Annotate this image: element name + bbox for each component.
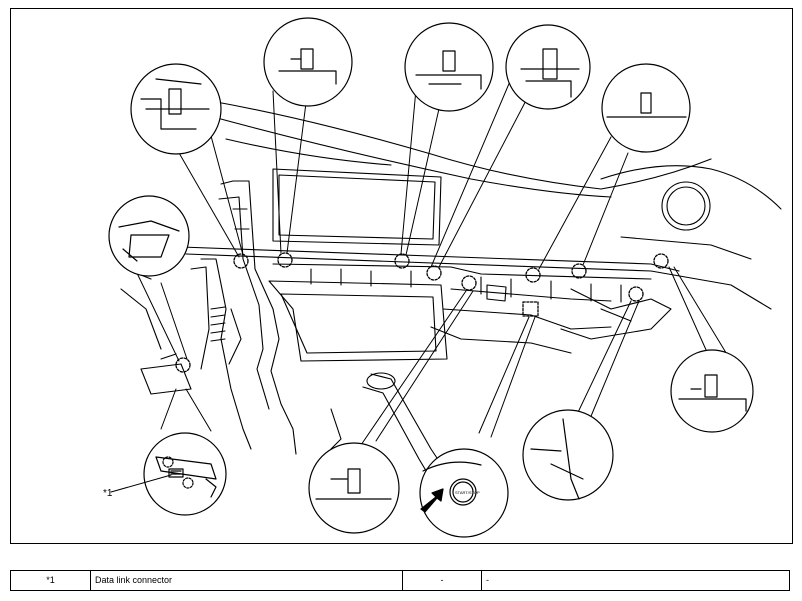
leader-lines	[135, 78, 732, 446]
legend-table: *1 Data link connector - -	[10, 570, 790, 591]
zoom-circle-bottom-right	[522, 409, 614, 501]
callout-1: *1	[103, 474, 172, 499]
zoom-circle-data-link-connector	[143, 432, 227, 516]
legend-body: *1 Data link connector - -	[10, 570, 790, 591]
zoom-circle-upper-left	[130, 63, 222, 155]
zoom-circle-top-4	[505, 24, 591, 110]
clip-marker-2	[277, 252, 293, 268]
dashboard-outline	[120, 100, 782, 480]
clip-marker-4	[426, 265, 442, 281]
zoom-circle-right-lower	[670, 349, 754, 433]
clip-marker-7	[571, 263, 587, 279]
start-stop-button-label: START/STOP	[455, 490, 480, 495]
legend-col3: -	[402, 570, 482, 591]
legend-description: Data link connector	[90, 570, 403, 591]
callout-label: *1	[103, 488, 113, 499]
clip-marker-10	[175, 357, 191, 373]
zoom-circle-start-button	[419, 448, 509, 538]
zoom-circle-top-2	[263, 17, 353, 107]
legend-code: *1	[10, 570, 91, 591]
zoom-circle-top-3	[404, 22, 494, 112]
clip-marker-5	[461, 275, 477, 291]
table-row: *1 Data link connector - -	[10, 570, 790, 591]
clip-marker-9	[628, 286, 644, 302]
clip-marker-3	[394, 253, 410, 269]
clip-marker-square	[522, 301, 539, 317]
clip-marker-6	[525, 267, 541, 283]
legend-col4: -	[481, 570, 790, 591]
zoom-circles	[108, 17, 754, 538]
clip-markers	[175, 252, 669, 373]
dashboard-diagram: *1 START/STOP	[10, 8, 793, 544]
zoom-circle-top-right	[601, 63, 691, 153]
clip-marker-1	[233, 253, 249, 269]
zoom-circle-bottom-left-middle	[308, 442, 400, 534]
zoom-circle-left	[108, 195, 190, 277]
clip-marker-8	[653, 253, 669, 269]
